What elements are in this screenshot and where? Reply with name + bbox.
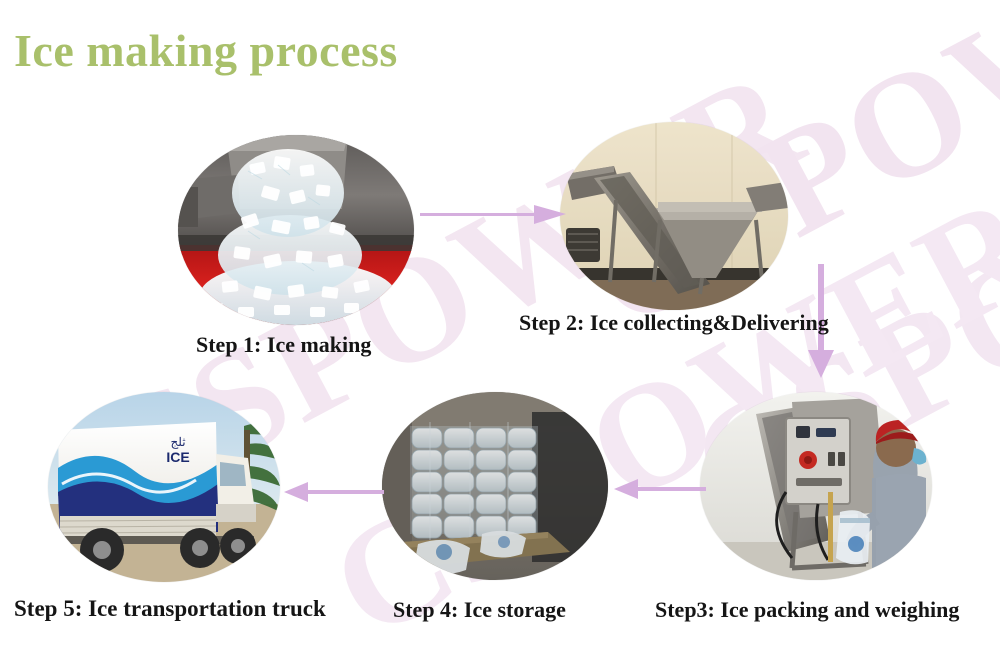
ice-storage-illustration <box>382 392 608 580</box>
ice-truck-illustration: ثلج ICE <box>48 392 280 582</box>
svg-text:ICE: ICE <box>166 449 189 465</box>
step-4-image <box>382 392 608 580</box>
step-3-caption: Step3: Ice packing and weighing <box>655 597 960 622</box>
svg-text:ثلج: ثلج <box>170 435 185 449</box>
arrow-step3-to-step4 <box>614 479 706 499</box>
step-3-image <box>700 392 932 580</box>
ice-packing-illustration <box>700 392 932 580</box>
ice-collecting-illustration <box>560 122 788 310</box>
step-5-image: ثلج ICE <box>48 392 280 582</box>
arrow-step1-to-step2 <box>420 205 566 224</box>
step-2-caption: Step 2: Ice collecting&Delivering <box>519 310 829 335</box>
arrow-step4-to-step5 <box>284 482 384 502</box>
step-1-image <box>178 135 414 325</box>
arrow-step2-to-step3 <box>808 264 834 378</box>
step-1-caption: Step 1: Ice making <box>196 332 372 357</box>
page-title: Ice making process <box>14 25 398 76</box>
step-5-caption: Step 5: Ice transportation truck <box>14 596 326 621</box>
ice-making-illustration <box>178 135 414 325</box>
step-2-image <box>560 122 788 310</box>
step-4-caption: Step 4: Ice storage <box>393 597 566 622</box>
